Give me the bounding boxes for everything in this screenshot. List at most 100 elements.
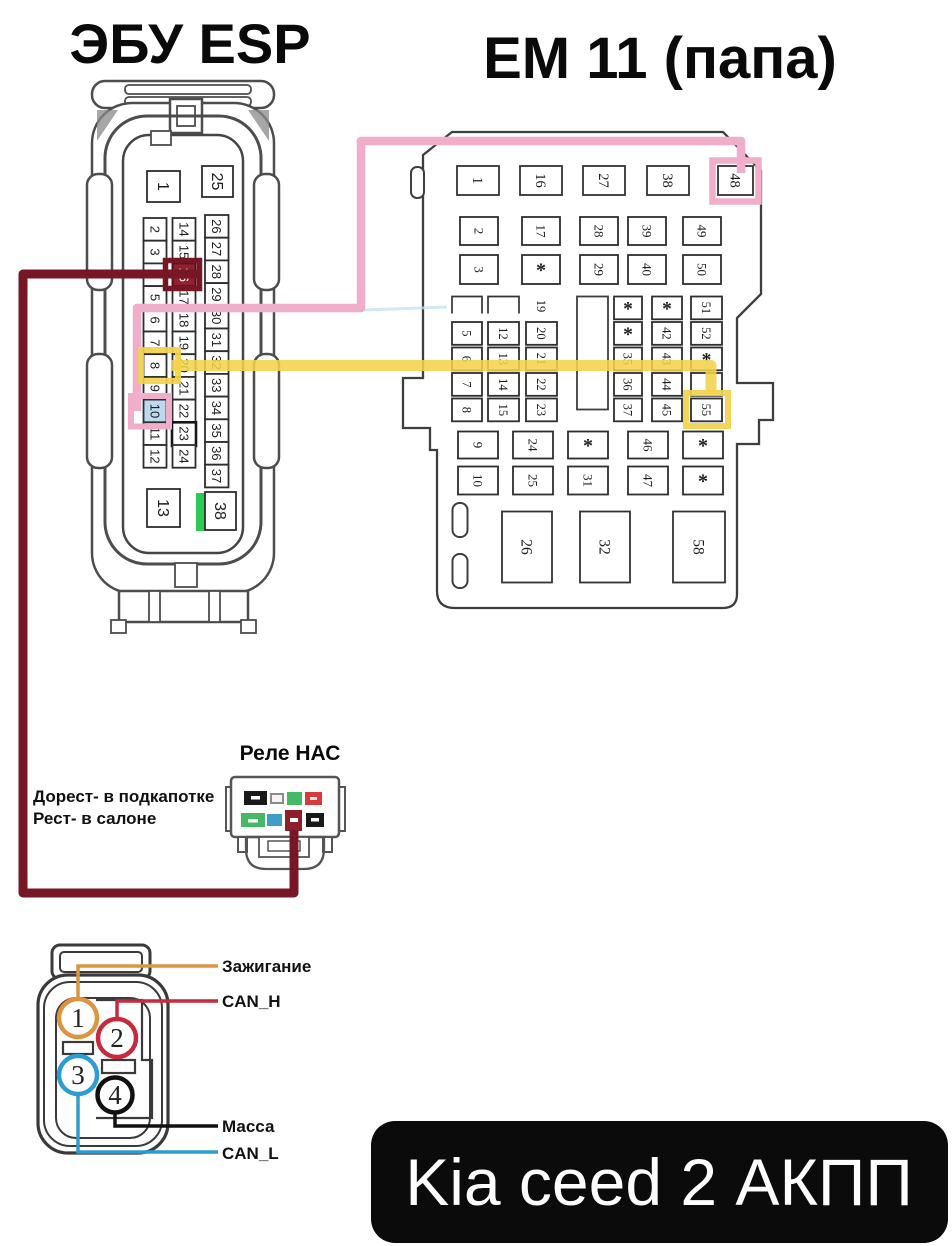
em11-pin-48 (717, 165, 754, 196)
highlight-em11-pin-55 (683, 390, 731, 429)
em11-title: EM 11 (папа) (483, 26, 837, 91)
pin-number: 5 (147, 294, 162, 301)
em11-pin-* (651, 295, 683, 321)
pin-number: 47 (640, 474, 655, 488)
em11-pin-42 (651, 321, 683, 346)
em11-pin-17 (521, 216, 561, 246)
em11-pin-28 (579, 216, 619, 246)
pin-number: 3 (471, 266, 486, 273)
em11-pin-47 (627, 465, 669, 496)
pin-number: * (698, 471, 708, 493)
em11-pin-25 (512, 465, 554, 496)
em11-pin-* (682, 465, 724, 496)
em11-pin-* (613, 321, 643, 346)
pin-number: 37 (209, 469, 224, 483)
relay-pin-blue (267, 814, 282, 826)
pin-number: 3 (147, 248, 162, 255)
em11-pin-15 (487, 397, 520, 423)
em11-pin-12 (487, 321, 520, 346)
pin-number: 58 (689, 539, 706, 555)
pin-number: 15 (496, 404, 510, 417)
pin-number: 20 (534, 327, 548, 340)
em11-pin-5 (451, 321, 483, 346)
em11-open-cell (487, 295, 520, 314)
em11-pin-* (567, 430, 609, 460)
em11-center-slot (576, 295, 609, 411)
em11-pin-7 (451, 372, 483, 397)
round-pin-1-number: 1 (71, 1003, 85, 1033)
pin-number: 25 (208, 173, 225, 191)
em11-pin-24 (512, 430, 554, 460)
round-pin-4 (95, 1075, 135, 1115)
pin-number: 48 (726, 173, 742, 188)
pin-number: 27 (595, 173, 611, 188)
highlight-esp-pin-16 (162, 257, 203, 292)
pin-number: * (536, 260, 546, 282)
relay-pin-dash (311, 818, 319, 822)
pin-number: 52 (699, 327, 713, 340)
em11-pin-* (682, 430, 724, 460)
round-pin-3 (56, 1053, 100, 1097)
wire-esp8-to-em55 (171, 360, 717, 392)
em11-pin-23 (525, 397, 558, 423)
pin-number: 18 (176, 313, 191, 327)
pin-number: 23 (534, 404, 548, 417)
faint-blue-wire (362, 305, 448, 312)
label-can-h: CAN_H (222, 992, 281, 1011)
pin-number: 16 (532, 173, 548, 188)
round-connector: 1 2 3 4 Зажигание CAN_H Масса CAN_L (36, 943, 311, 1163)
em11-left-slot (451, 502, 469, 538)
esp-side-slot (252, 172, 281, 292)
esp-corner-wedge-right (248, 110, 269, 141)
pin-number: 10 (470, 474, 485, 487)
em11-pin-3 (459, 254, 499, 285)
pin-number: 28 (591, 225, 606, 238)
round-pin-2-number: 2 (110, 1023, 124, 1053)
note-line-2: Рест- в салоне (33, 809, 156, 828)
highlight-esp-pin-10 (128, 393, 172, 430)
pin-number: 55 (699, 404, 713, 417)
esp-pin-24 (171, 444, 197, 469)
pin-number: 9 (470, 442, 485, 449)
highlight-esp-pin-8 (138, 347, 181, 384)
em11-pin-16 (519, 165, 563, 196)
em11-pin-1 (456, 165, 500, 196)
pin-number: 28 (209, 265, 224, 279)
relay-pin-dash (251, 796, 260, 800)
relay-pin-dash (290, 818, 298, 822)
em11-pin-* (613, 295, 643, 321)
em11-pin-49 (682, 216, 722, 246)
pin-number: * (623, 299, 633, 320)
em11-pin-39 (627, 216, 667, 246)
highlight-em11-pin-48 (709, 157, 762, 205)
pin-number: 6 (460, 356, 474, 362)
em11-pin-22 (525, 372, 558, 397)
pin-number: 26 (209, 219, 224, 233)
pin-number: * (662, 299, 672, 320)
pin-number: 25 (525, 474, 540, 487)
label-ground: Масса (222, 1117, 275, 1136)
pin-number: 6 (147, 317, 162, 324)
pin-number: 31 (580, 474, 595, 487)
relay: Реле НАС (225, 742, 346, 871)
pin-number: 23 (176, 426, 191, 440)
em11-open-cell (451, 295, 483, 314)
pin-number: 42 (660, 327, 674, 340)
pin-number: 5 (460, 330, 474, 336)
round-pin-4-number: 4 (108, 1080, 122, 1110)
pin-number: 26 (517, 539, 534, 555)
relay-pin-green-1 (287, 792, 302, 805)
note-line-1: Дорест- в подкапотке (33, 787, 214, 806)
em11-pin-52 (690, 321, 723, 346)
pin-number: 1 (154, 182, 171, 191)
wire-esp16-to-relay (18, 269, 299, 898)
em11-pin-45 (651, 397, 683, 423)
em11-pin-50 (682, 254, 722, 285)
em11-left-slot (451, 553, 469, 589)
pin-number: 7 (147, 339, 162, 346)
em11-pin-55 (690, 397, 723, 423)
pin-number: 2 (471, 228, 486, 235)
highlight-boxes (128, 157, 762, 430)
